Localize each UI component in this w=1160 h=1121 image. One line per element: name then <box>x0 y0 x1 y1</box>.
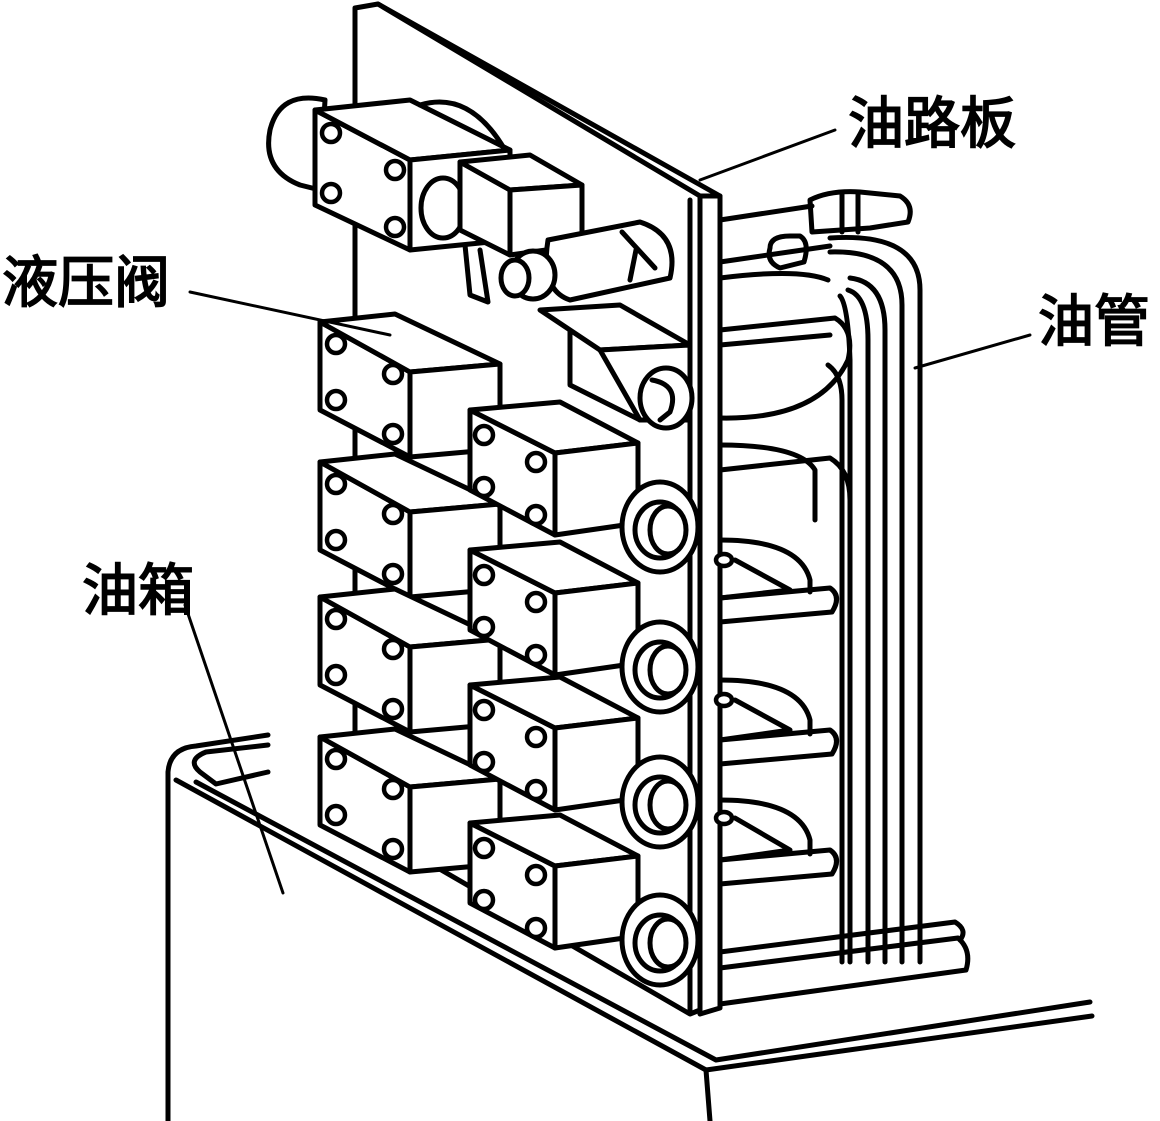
pipe-bend-1 <box>717 243 833 265</box>
bolt-hole <box>524 916 548 940</box>
bolt-hole <box>381 637 405 661</box>
bolt-hole <box>524 778 548 802</box>
right-valve-unit <box>467 812 701 988</box>
bolt-hole <box>524 503 548 527</box>
bracket-3 <box>717 815 793 863</box>
bolt-hole <box>472 423 496 447</box>
pipe-loop-3 <box>717 442 818 523</box>
label-oil-tank: 油箱 <box>82 558 194 624</box>
bolt-hole <box>524 590 548 614</box>
left-valve-unit <box>317 726 503 875</box>
bolt-hole <box>383 158 407 182</box>
small-solenoid-mark <box>619 229 658 283</box>
bolt-hole <box>524 450 548 474</box>
pipe-loop-4 <box>717 455 853 503</box>
solenoid-end-knob <box>647 503 689 557</box>
right-valve-unit <box>467 674 701 850</box>
top-valve-arc <box>417 99 508 153</box>
right-valve-column <box>467 399 701 988</box>
tank-rim-inner <box>193 779 1093 1063</box>
tie-pipe-3 <box>717 847 839 887</box>
bolt-hole <box>472 475 496 499</box>
solenoid-end-knob <box>647 778 689 832</box>
solenoid-end-knob <box>647 643 689 697</box>
return-pipe-2 <box>717 677 813 737</box>
bolt-hole <box>324 472 348 496</box>
bolt-hole <box>324 528 348 552</box>
pipe-mid-1 <box>847 275 888 965</box>
tank-front-corner <box>703 1067 713 1121</box>
left-valve-column <box>317 311 503 875</box>
bolt-hole <box>524 643 548 667</box>
pipe-mid-2 <box>845 287 871 965</box>
bolt-hole <box>324 747 348 771</box>
bolt-hole <box>324 663 348 687</box>
bolt-hole <box>324 388 348 412</box>
top-valve-group <box>266 95 675 305</box>
label-hydraulic-valve: 液压阀 <box>2 250 170 316</box>
bolt-hole <box>381 697 405 721</box>
leader-hydraulic-valve <box>188 290 392 337</box>
bolt-hole <box>472 563 496 587</box>
oil-pipes <box>713 189 971 1007</box>
bolt-hole <box>381 422 405 446</box>
pipe-outer-2 <box>827 249 905 965</box>
bolt-hole <box>472 750 496 774</box>
bolt-hole <box>381 502 405 526</box>
label-oil-circuit-board: 油路板 <box>848 91 1016 157</box>
bracket-1 <box>717 557 793 601</box>
bolt-hole <box>324 332 348 356</box>
solenoid-end-knob <box>647 916 689 970</box>
bolt-hole <box>472 698 496 722</box>
bolt-hole <box>524 863 548 887</box>
bolt-hole <box>472 888 496 912</box>
leader-oil-circuit-board <box>698 128 837 182</box>
top-valve-solenoid <box>266 95 328 193</box>
bolt-hole <box>324 803 348 827</box>
small-stem <box>462 242 491 305</box>
tank-inner-lip <box>191 742 271 787</box>
bolt-hole <box>381 362 405 386</box>
middle-valve <box>537 302 695 431</box>
bolt-hole <box>381 777 405 801</box>
pipe-loop-2 <box>717 332 833 348</box>
bolt-hole <box>472 615 496 639</box>
pipe-loop-1 <box>717 315 853 421</box>
return-pipe-1 <box>717 537 813 595</box>
bracket-2 <box>717 697 793 743</box>
pipe-bolt-3 <box>713 809 735 827</box>
bolt-hole <box>383 215 407 239</box>
pipe-bend-2 <box>717 270 831 283</box>
top-pipe-horizontal <box>717 203 815 223</box>
bolt-hole <box>472 836 496 860</box>
pipe-outer-1 <box>827 234 923 965</box>
label-oil-pipe: 油管 <box>1038 289 1150 355</box>
middle-valve-plug <box>637 365 695 431</box>
tank-left-edge <box>165 732 271 1121</box>
bolt-hole <box>381 837 405 861</box>
base-pipe-bottom <box>717 935 971 1007</box>
leader-lines <box>183 128 1032 895</box>
board-front-edge <box>697 193 723 1017</box>
left-valve-unit <box>317 451 503 600</box>
pipe-bolt-2 <box>713 691 735 709</box>
right-valve-unit <box>467 539 701 715</box>
bolt-hole <box>319 121 343 145</box>
board-top-edge <box>375 1 723 199</box>
pipe-bolt-1 <box>713 551 735 569</box>
bolt-hole <box>381 562 405 586</box>
leader-oil-tank <box>183 603 285 895</box>
bolt-hole <box>524 725 548 749</box>
small-plug-inner <box>498 257 532 299</box>
leader-oil-pipe <box>913 333 1032 370</box>
middle-valve-plug-mark <box>649 377 676 423</box>
bolt-hole <box>324 607 348 631</box>
tie-pipe-2 <box>717 727 839 767</box>
oil-tank <box>165 732 1095 1121</box>
return-pipe-3 <box>717 797 813 857</box>
pipe-inner-2 <box>825 362 845 965</box>
left-valve-unit <box>317 586 503 735</box>
bolt-hole <box>319 181 343 205</box>
right-valve-unit <box>467 399 701 575</box>
